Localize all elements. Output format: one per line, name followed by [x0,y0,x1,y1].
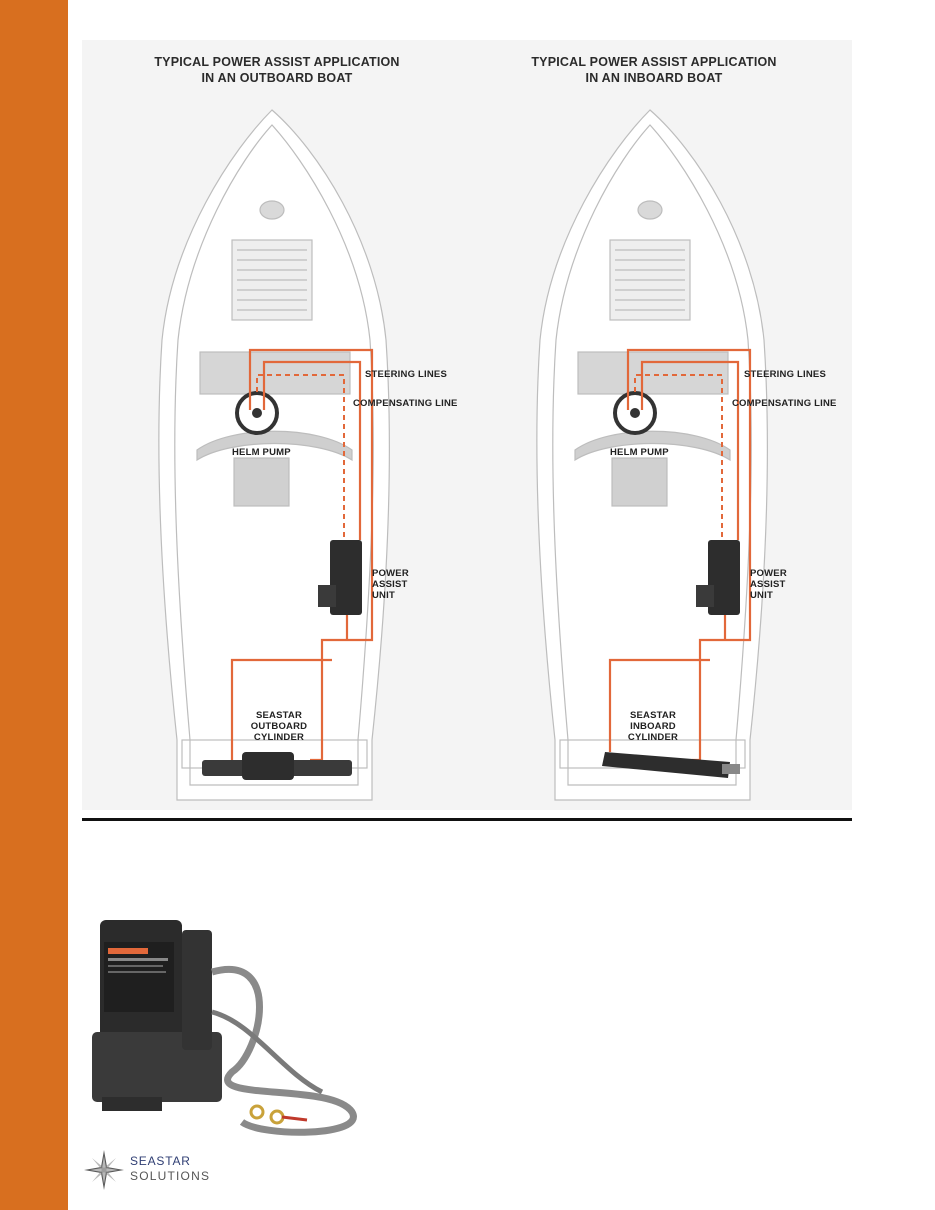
title-line-2: IN AN INBOARD BOAT [585,71,723,85]
label-steering-lines: STEERING LINES [744,369,826,380]
label-helm-pump: HELM PUMP [232,447,291,458]
outboard-boat-illustration [158,109,390,801]
logo-line-1: SEASTAR [130,1154,191,1168]
inboard-boat-illustration [536,109,768,801]
label-compensating-line: COMPENSATING LINE [732,398,837,409]
label-helm-pump: HELM PUMP [610,447,669,458]
diagram-panel: TYPICAL POWER ASSIST APPLICATION IN AN O… [82,40,852,810]
title-line-2: IN AN OUTBOARD BOAT [201,71,353,85]
label-steering-lines: STEERING LINES [365,369,447,380]
section-divider [82,818,852,821]
diagram-title-inboard: TYPICAL POWER ASSIST APPLICATION IN AN I… [504,54,804,86]
side-accent-bar [0,0,68,1210]
label-power-assist-unit: POWER ASSIST UNIT [750,568,787,601]
logo-line-2: SOLUTIONS [130,1169,211,1183]
title-line-1: TYPICAL POWER ASSIST APPLICATION [154,55,400,69]
label-compensating-line: COMPENSATING LINE [353,398,458,409]
title-line-1: TYPICAL POWER ASSIST APPLICATION [531,55,777,69]
seastar-solutions-logo: SEASTAR SOLUTIONS [82,1148,242,1192]
diagram-title-outboard: TYPICAL POWER ASSIST APPLICATION IN AN O… [127,54,427,86]
label-power-assist-unit: POWER ASSIST UNIT [372,568,409,601]
compass-star-icon [84,1150,124,1190]
power-assist-unit-photo [82,912,382,1148]
label-inboard-cylinder: SEASTAR INBOARD CYLINDER [627,710,679,743]
label-outboard-cylinder: SEASTAR OUTBOARD CYLINDER [250,710,308,743]
